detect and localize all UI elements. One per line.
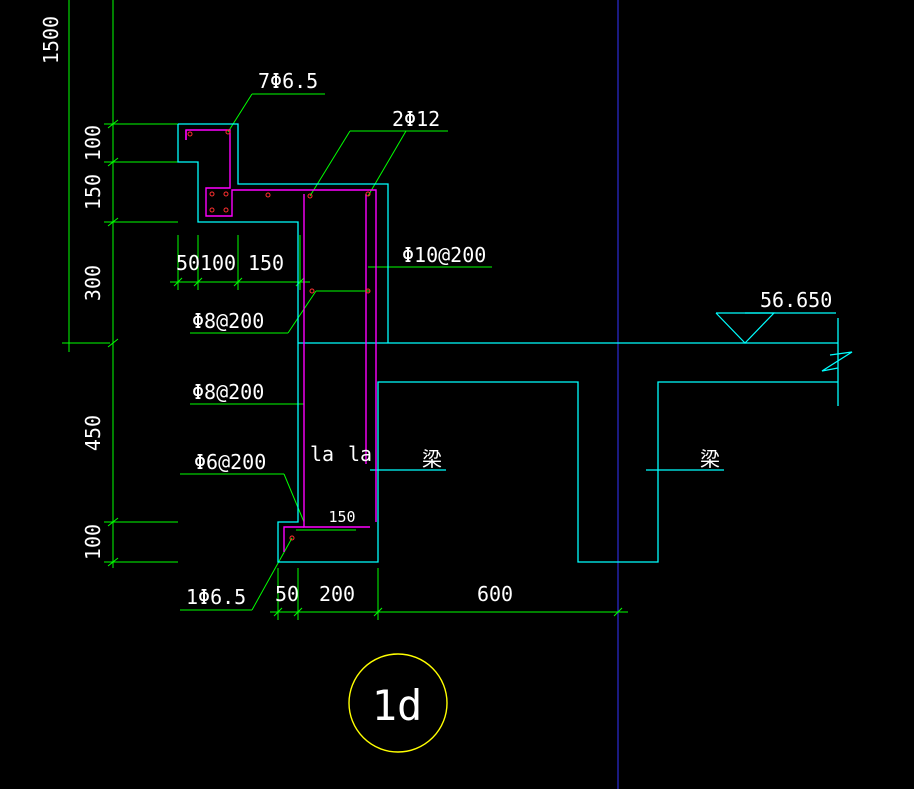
dim-label-200-bottom: 200 [319, 582, 355, 606]
rebar-label-2phi12: 2Φ12 [392, 107, 440, 131]
rebar-dots [187, 129, 371, 541]
rebar-label-phi8-200-a: Φ8@200 [192, 309, 264, 333]
tick-562 [107, 557, 119, 567]
rebar-vertical-inner [303, 194, 370, 528]
dim-label-450: 450 [81, 415, 105, 451]
rebar-dot [223, 191, 229, 197]
rebar-dot [187, 131, 193, 137]
break-symbol [821, 351, 853, 372]
tick-618 [613, 607, 623, 617]
tick-343 [107, 338, 119, 348]
rebar-dot [289, 535, 295, 541]
anchorage-label-left: la [310, 442, 334, 466]
tick-298 [293, 607, 303, 617]
rebar-dot [309, 288, 315, 294]
tick-222 [107, 217, 119, 227]
rebar-main-upper [185, 129, 377, 522]
rebar-lines [185, 129, 377, 552]
text-labels: 1500 100 150 300 450 100 50 100 150 50 2… [39, 16, 832, 730]
rebar-hook-bottom [283, 526, 304, 552]
rebar-dot [365, 191, 371, 197]
dim-label-600: 600 [477, 582, 513, 606]
dim-label-50-bottom: 50 [275, 582, 299, 606]
leader-1phi65 [251, 537, 293, 611]
dim-label-150-top: 150 [248, 251, 284, 275]
tick-162 [107, 157, 119, 167]
anchorage-label-right: la [348, 442, 372, 466]
leader-2phi12-b [367, 130, 407, 197]
dim-label-300: 300 [81, 265, 105, 301]
outline-upper-right [178, 123, 389, 343]
rebar-dot [365, 288, 371, 294]
rebar-dot [209, 207, 215, 213]
rebar-label-phi10-200: Φ10@200 [402, 243, 486, 267]
tick-300 [295, 277, 305, 287]
outline-lower [177, 124, 838, 563]
tick-378 [373, 607, 383, 617]
dim-label-100-top: 100 [81, 125, 105, 161]
detail-circle [348, 653, 448, 753]
dim-label-50-top: 50 [176, 251, 200, 275]
tick-522 [107, 517, 119, 527]
rebar-dot [223, 207, 229, 213]
elevation-label: 56.650 [760, 288, 832, 312]
tick-238 [233, 277, 243, 287]
tick-178 [173, 277, 183, 287]
leader-7phi65 [227, 93, 253, 133]
beam-label-left: 梁 [422, 447, 442, 471]
tick-198 [193, 277, 203, 287]
rebar-label-phi6-200: Φ6@200 [194, 450, 266, 474]
rebar-label-phi8-200-b: Φ8@200 [192, 380, 264, 404]
dimension-lines [62, 0, 628, 620]
rebar-dot [265, 192, 271, 198]
elevation-triangle [715, 312, 776, 344]
dim-label-100-bottom: 100 [81, 524, 105, 560]
rebar-label-1phi65: 1Φ6.5 [186, 585, 246, 609]
leader-2phi12-a [309, 130, 351, 197]
leader-phi8-a-diag [287, 290, 317, 334]
tick-124 [107, 119, 119, 129]
dim-label-1500: 1500 [39, 16, 63, 64]
rebar-dot [307, 193, 313, 199]
rebar-label-7phi65: 7Φ6.5 [258, 69, 318, 93]
leader-phi6-diag [283, 473, 305, 523]
rebar-dot [209, 191, 215, 197]
elevation-marker [715, 312, 836, 344]
rebar-dot [225, 129, 231, 135]
dim-label-150-hook: 150 [328, 508, 355, 526]
beam-label-right: 梁 [700, 447, 720, 471]
tick-278 [273, 607, 283, 617]
detail-id-label: 1d [372, 681, 423, 730]
dim-label-100-mid: 100 [200, 251, 236, 275]
concrete-outline [177, 123, 853, 563]
dim-label-150-left: 150 [81, 174, 105, 210]
